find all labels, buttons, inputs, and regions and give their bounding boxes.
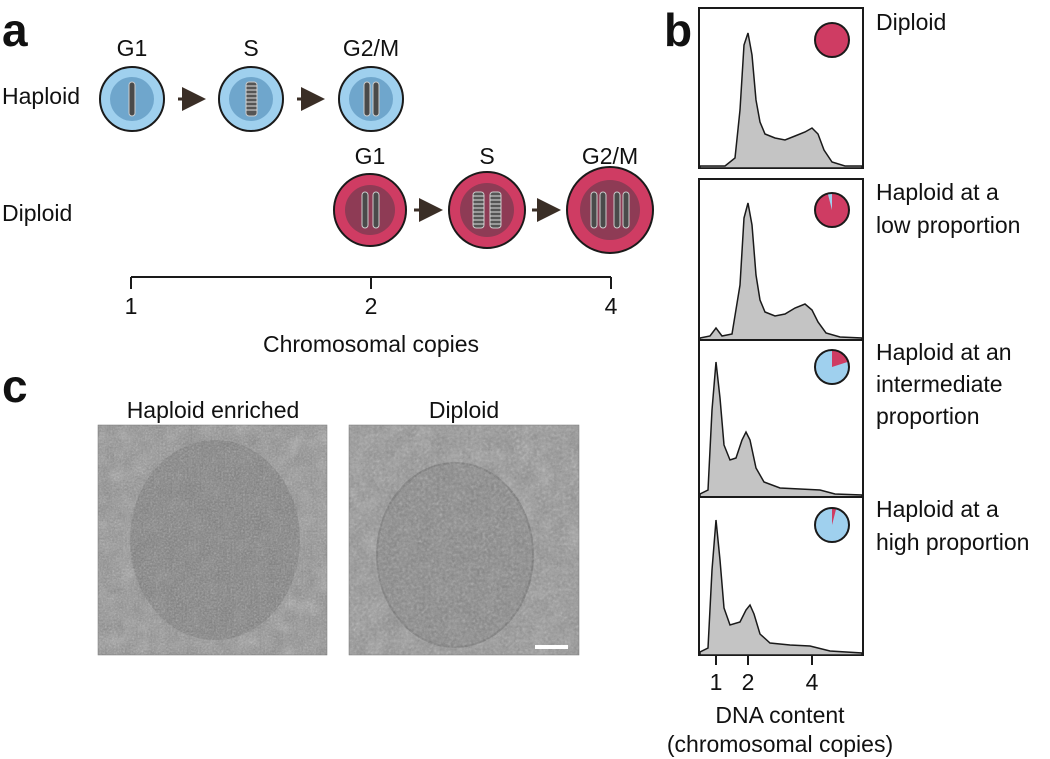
dna-axis-tick-4: 4 (806, 669, 819, 695)
micrograph-diploid (349, 425, 579, 655)
pie-haploid-low (814, 192, 850, 228)
haploid-stage-g2m-label: G2/M (343, 35, 399, 61)
panel-b-letter: b (664, 4, 692, 56)
haploid-stage-s-label: S (243, 35, 258, 61)
copies-axis-tick-4: 4 (605, 293, 618, 319)
dna-axis-title-line1: DNA content (715, 702, 845, 728)
image-label-diploid: Diploid (429, 397, 499, 423)
micrograph-haploid-enriched (98, 425, 327, 655)
diploid-row-label: Diploid (2, 200, 72, 226)
row-label-high-line2: high proportion (876, 529, 1029, 555)
row-label-low-line2: low proportion (876, 212, 1020, 238)
histogram-haploid-intermediate (698, 339, 864, 498)
panel-c: c Haploid enriched Diploid (2, 360, 580, 656)
panel-c-letter: c (2, 360, 28, 412)
diploid-cell-g2m (566, 166, 654, 254)
haploid-cell-s (218, 66, 284, 132)
row-label-mid-line2: intermediate (876, 371, 1003, 397)
panel-a: a Haploid Diploid G1 S G2/M (2, 4, 654, 357)
copies-axis: 1 2 4 Chromosomal copies (125, 276, 618, 357)
row-label-high-line1: Haploid at a (876, 496, 999, 522)
panel-a-letter: a (2, 4, 28, 56)
diploid-stage-g2m-label: G2/M (582, 143, 638, 169)
pie-haploid-high (814, 507, 850, 543)
haploid-row-label: Haploid (2, 83, 80, 109)
diploid-cell-g1 (333, 173, 407, 247)
haploid-cell-g1 (99, 66, 165, 132)
haploid-cell-g2m (338, 66, 404, 132)
dna-axis-title-line2: (chromosomal copies) (667, 731, 893, 757)
pie-haploid-intermediate (814, 349, 850, 385)
diploid-cell-s (448, 171, 526, 249)
panel-b: b (664, 4, 1029, 757)
image-label-haploid-enriched: Haploid enriched (127, 397, 300, 423)
pie-diploid (814, 22, 850, 58)
row-label-low-line1: Haploid at a (876, 179, 999, 205)
haploid-stage-g1-label: G1 (117, 35, 148, 61)
dna-axis-tick-2: 2 (742, 669, 755, 695)
dna-axis-tick-1: 1 (710, 669, 723, 695)
dna-content-axis: 1 2 4 DNA content (chromosomal copies) (667, 655, 893, 757)
row-label-diploid: Diploid (876, 9, 946, 35)
row-label-mid-line3: proportion (876, 403, 980, 429)
copies-axis-tick-2: 2 (365, 293, 378, 319)
scale-bar (535, 645, 568, 649)
copies-axis-tick-1: 1 (125, 293, 138, 319)
copies-axis-title: Chromosomal copies (263, 331, 479, 357)
diploid-stage-s-label: S (479, 143, 494, 169)
row-label-mid-line1: Haploid at an (876, 339, 1012, 365)
diploid-stage-g1-label: G1 (355, 143, 386, 169)
